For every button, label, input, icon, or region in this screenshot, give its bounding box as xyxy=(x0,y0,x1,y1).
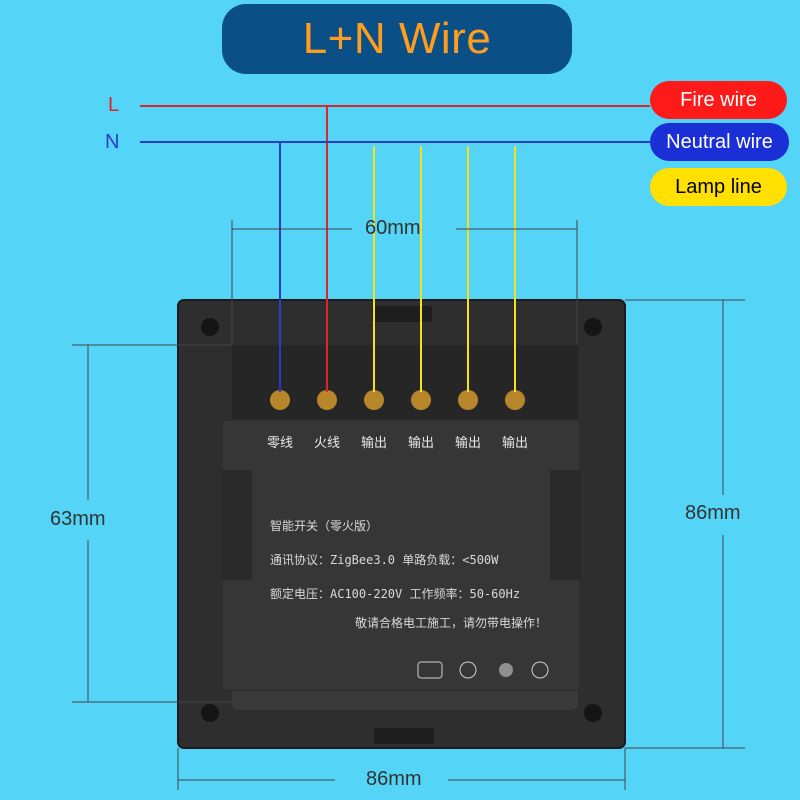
title: L+N Wire xyxy=(302,14,492,63)
terminal-screw xyxy=(270,390,290,410)
neutral-wire-label: N xyxy=(105,131,120,153)
dim-label-86mm-vertical: 86mm xyxy=(685,502,741,524)
legend-lamp-line: Lamp line xyxy=(650,168,787,206)
terminal-block xyxy=(232,345,578,425)
certification-marks xyxy=(417,661,549,679)
terminal-label: 火线 xyxy=(313,435,340,450)
terminal-screw xyxy=(364,390,384,410)
cert-mark xyxy=(499,663,513,677)
bottom-notch xyxy=(374,728,434,744)
dim-label-86mm-horizontal: 86mm xyxy=(366,768,422,790)
terminal-screw xyxy=(458,390,478,410)
dim-label-63mm: 63mm xyxy=(50,508,106,530)
dimension-lines xyxy=(72,220,745,790)
legend-fire-wire: Fire wire xyxy=(650,81,787,119)
left-clip xyxy=(222,470,252,580)
screw-hole-top-left xyxy=(201,318,219,336)
protocol-load-spec: 通讯协议：ZigBee3.0 单路负载：<500W xyxy=(270,553,499,567)
safety-warning: 敬请合格电工施工，请勿带电操作！ xyxy=(355,616,548,630)
terminal-screws xyxy=(270,390,525,410)
legend-neutral-wire: Neutral wire xyxy=(650,123,789,161)
terminal-label: 输出 xyxy=(454,435,481,450)
right-clip xyxy=(550,470,580,580)
fire-wire-label: L xyxy=(108,94,120,116)
terminal-label: 输出 xyxy=(501,435,528,450)
terminal-label: 零线 xyxy=(266,435,293,450)
recycle-mark xyxy=(531,661,549,679)
terminal-screw xyxy=(411,390,431,410)
screw-hole-top-right xyxy=(584,318,602,336)
terminal-label: 输出 xyxy=(360,435,387,450)
product-name: 智能开关（零火版） xyxy=(270,519,379,533)
terminal-label: 输出 xyxy=(407,435,434,450)
cma-mark xyxy=(417,661,443,679)
terminal-screw xyxy=(317,390,337,410)
title-banner: L+N Wire xyxy=(222,4,572,74)
terminal-screw xyxy=(505,390,525,410)
screw-hole-bottom-left xyxy=(201,704,219,722)
top-notch xyxy=(372,306,432,322)
cnas-mark xyxy=(459,661,477,679)
screw-hole-bottom-right xyxy=(584,704,602,722)
dim-label-60mm: 60mm xyxy=(365,217,421,239)
voltage-frequency-spec: 额定电压：AC100-220V 工作频率：50-60Hz xyxy=(270,587,521,601)
